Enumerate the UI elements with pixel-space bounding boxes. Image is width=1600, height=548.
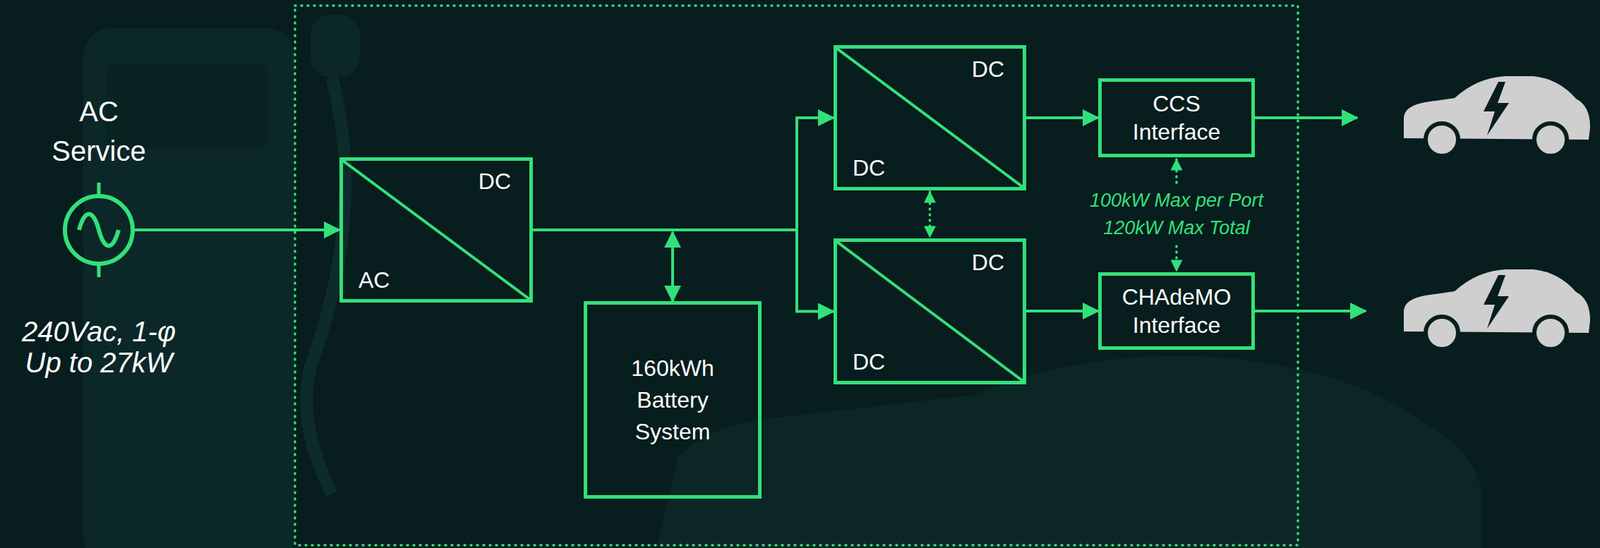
port-type-label: DC bbox=[971, 55, 1005, 83]
power-connector bbox=[1026, 116, 1099, 120]
ac-source: AC Service bbox=[28, 91, 170, 284]
terminal bbox=[97, 182, 101, 195]
note-leader bbox=[1175, 159, 1178, 183]
charger-enclosure bbox=[295, 5, 1298, 546]
source-label: AC Service bbox=[42, 91, 156, 171]
converter-box: DC DC bbox=[833, 238, 1027, 385]
terminal bbox=[97, 265, 101, 278]
box-label: CHAdeMO Interface bbox=[1116, 283, 1237, 340]
supply-spec: 240Vac, 1-φ Up to 27kW bbox=[3, 316, 195, 379]
diagonal-line bbox=[343, 160, 530, 300]
diagonal-line bbox=[837, 242, 1023, 382]
process-box: CHAdeMO Interface bbox=[1098, 272, 1255, 351]
power-connector bbox=[169, 228, 340, 232]
power-connector bbox=[532, 117, 834, 231]
lightning-bolt bbox=[1483, 275, 1509, 329]
charger-holster bbox=[310, 14, 360, 78]
source-circle bbox=[64, 196, 133, 264]
diagonal-line bbox=[837, 48, 1023, 188]
box-label: 160kWh Battery System bbox=[625, 352, 721, 449]
converter-box: DC DC bbox=[833, 45, 1027, 191]
sine-wave bbox=[79, 214, 119, 247]
car-wheel bbox=[1425, 123, 1459, 156]
note-leader bbox=[1175, 246, 1178, 272]
port-type-label: DC bbox=[478, 167, 511, 195]
car-wheel bbox=[1534, 123, 1567, 156]
process-box: CCS Interface bbox=[1098, 78, 1255, 158]
output-arrow bbox=[1254, 309, 1366, 313]
converter-box: DC AC bbox=[339, 157, 533, 303]
lightning-bolt bbox=[1483, 81, 1509, 136]
power-connector bbox=[1026, 309, 1099, 313]
car-icon bbox=[1403, 76, 1591, 156]
car-icon bbox=[1403, 269, 1591, 350]
source-wire bbox=[134, 228, 170, 232]
process-box: 160kWh Battery System bbox=[583, 301, 762, 499]
port-type-label: AC bbox=[358, 266, 390, 294]
car-illustration bbox=[656, 356, 1483, 548]
port-type-label: DC bbox=[852, 154, 886, 182]
power-connector bbox=[671, 232, 675, 302]
power-note: 100kW Max per Port 120kW Max Total bbox=[1070, 187, 1283, 243]
power-connector bbox=[532, 230, 834, 312]
box-label: CCS Interface bbox=[1116, 89, 1237, 147]
ac-source-symbol bbox=[28, 179, 170, 286]
car-wheel bbox=[1425, 316, 1459, 350]
coordination-link bbox=[928, 191, 932, 238]
car-wheel bbox=[1534, 316, 1567, 350]
port-type-label: DC bbox=[852, 348, 886, 376]
charger-illustration bbox=[83, 14, 360, 548]
port-type-label: DC bbox=[971, 249, 1005, 276]
output-arrow bbox=[1254, 116, 1358, 120]
